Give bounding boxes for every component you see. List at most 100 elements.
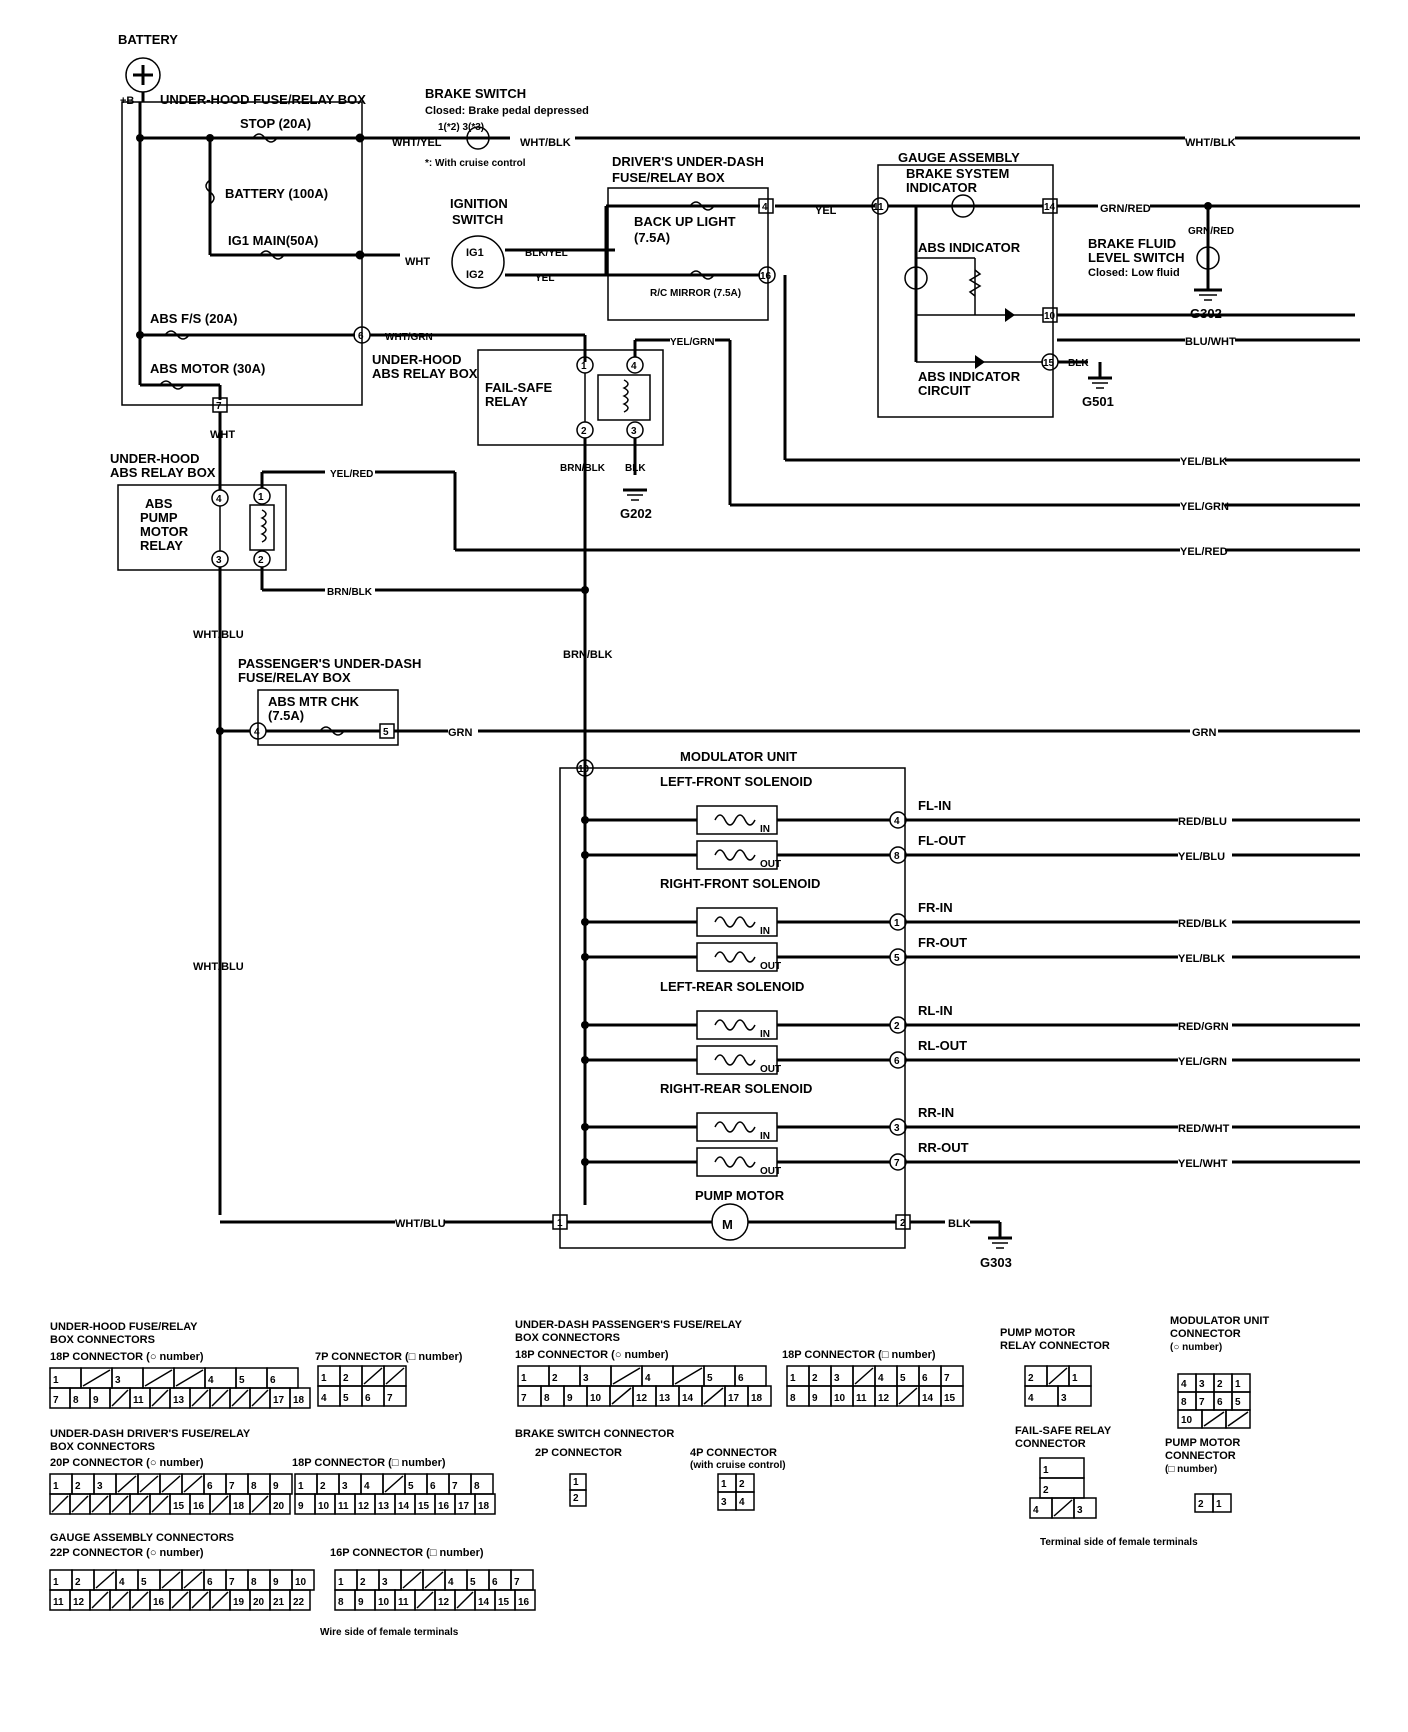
uh-abs-relay-box-b-2: ABS RELAY BOX [110,465,216,480]
wire-blk-g501: BLK [1068,358,1089,369]
connector-pin: 5 [707,1373,713,1384]
wire-grn-a: GRN [448,727,473,739]
wire-wht-grn: WHT/GRN [385,332,433,343]
wire-wht-a: WHT [210,429,235,441]
brake-switch-label: BRAKE SWITCH [425,86,526,101]
wire-blk-g202: BLK [625,463,646,474]
connector-pin: 2 [360,1577,366,1588]
connector-pin: 15 [944,1393,956,1404]
modulator-pin-number: 2 [894,1021,900,1032]
connector-pin: 4 [1181,1379,1187,1390]
connector-pin: 4 [364,1481,370,1492]
connector-pin: 1 [521,1373,527,1384]
solenoid-io-label: IN [760,1131,770,1142]
battery-symbol [125,57,161,93]
connector-pin: 9 [273,1577,279,1588]
connector-pin: 6 [492,1577,498,1588]
ig1-main-label: IG1 MAIN(50A) [228,233,318,248]
connector-pin: 7 [452,1481,458,1492]
solenoid-io-label: IN [760,824,770,835]
ground-g501-label: G501 [1082,394,1114,409]
wire-blk-g303: BLK [948,1218,971,1230]
stop-fuse-label: STOP (20A) [240,116,311,131]
wire-yel_blk: YEL/BLK [1178,953,1225,965]
wire-brn-blk-c: BRN/BLK [563,649,613,661]
wire-yel_blu: YEL/BLU [1178,851,1225,863]
connector-pin: 8 [338,1597,344,1608]
c18p-circle-label: 18P CONNECTOR (○ number) [50,1351,204,1363]
abs-mtr-chk-fuse-icon [319,726,345,736]
connector-pin: 1 [1235,1379,1241,1390]
connector-pin: 3 [721,1497,727,1508]
svg-text:3: 3 [631,426,637,437]
connector-pin: 21 [273,1597,285,1608]
connector-pin: 8 [251,1481,257,1492]
driver-box-label-2: FUSE/RELAY BOX [612,170,725,185]
ud-pass-title-2: BOX CONNECTORS [515,1332,620,1344]
wire-yel-red-a: YEL/RED [330,469,373,480]
connector-pin: 17 [458,1501,470,1512]
svg-text:1: 1 [258,492,264,503]
connector-pin: 22 [293,1597,305,1608]
wire-brn-blk-a: BRN/BLK [560,463,606,474]
terminal-side-note: Terminal side of female terminals [1040,1537,1198,1548]
fail-safe-coil [597,374,651,421]
connector-pin: 1 [1043,1465,1049,1476]
modulator-pin-number: 3 [894,1123,900,1134]
connector-pin: 4 [645,1373,651,1384]
solenoid-signal-rr_in: RR-IN [918,1105,954,1120]
connector-pin: 9 [812,1393,818,1404]
wire-wht-yel: WHT/YEL [392,137,442,149]
svg-text:4: 4 [631,361,637,372]
svg-text:10: 10 [578,764,590,775]
c22p-label: 22P CONNECTOR (○ number) [50,1547,204,1559]
c2p-label: 2P CONNECTOR [535,1447,622,1459]
ground-g303-icon [988,1236,1012,1249]
connector-pin: 4 [208,1375,214,1386]
connector-pin: 18 [293,1395,305,1406]
abs-motor-fuse-label: ABS MOTOR (30A) [150,361,265,376]
svg-text:15: 15 [1043,358,1055,369]
wire-yel-b: YEL [815,205,837,217]
uh-abs-relay-box-label-2: ABS RELAY BOX [372,366,478,381]
wire-blk-yel: BLK/YEL [525,248,568,259]
connector-pin: 7 [1199,1397,1205,1408]
pin-4-driver [758,198,774,214]
svg-text:1: 1 [557,1218,563,1229]
connector-pin: 5 [408,1481,414,1492]
uh-abs-relay-box-b-1: UNDER-HOOD [110,451,200,466]
wire-wht-blu-b: WHT/BLU [193,961,244,973]
connector-pin: 12 [438,1597,450,1608]
pump-conn-title-3: (□ number) [1165,1464,1217,1475]
wire-wht-blu-c: WHT/BLU [395,1218,446,1230]
connector-pin: 14 [922,1393,934,1404]
fail-safe-label-2: RELAY [485,394,528,409]
connector-pin: 1 [790,1373,796,1384]
connector-pin: 5 [900,1373,906,1384]
brake-conn-title: BRAKE SWITCH CONNECTOR [515,1428,674,1440]
solenoid-title-3: RIGHT-REAR SOLENOID [660,1081,812,1096]
passenger-box-label-2: FUSE/RELAY BOX [238,670,351,685]
connector-pin: 1 [53,1375,59,1386]
connector-pin: 1 [1072,1373,1078,1384]
gauge-assembly-box [877,164,1054,418]
connector-pin: 3 [382,1577,388,1588]
connector-pin: 11 [338,1501,349,1512]
connector-pin: 6 [738,1373,744,1384]
connector-pin: 10 [1181,1415,1193,1426]
svg-text:16: 16 [760,271,772,282]
wire-red_wht: RED/WHT [1178,1123,1230,1135]
coil-icon [714,1121,756,1133]
wire-brn-blk-b: BRN/BLK [327,587,373,598]
ground-g302-icon [1194,288,1222,301]
stop-fuse-icon [252,133,278,143]
connector-pin: 2 [1217,1379,1223,1390]
connector-pin: 8 [474,1481,480,1492]
